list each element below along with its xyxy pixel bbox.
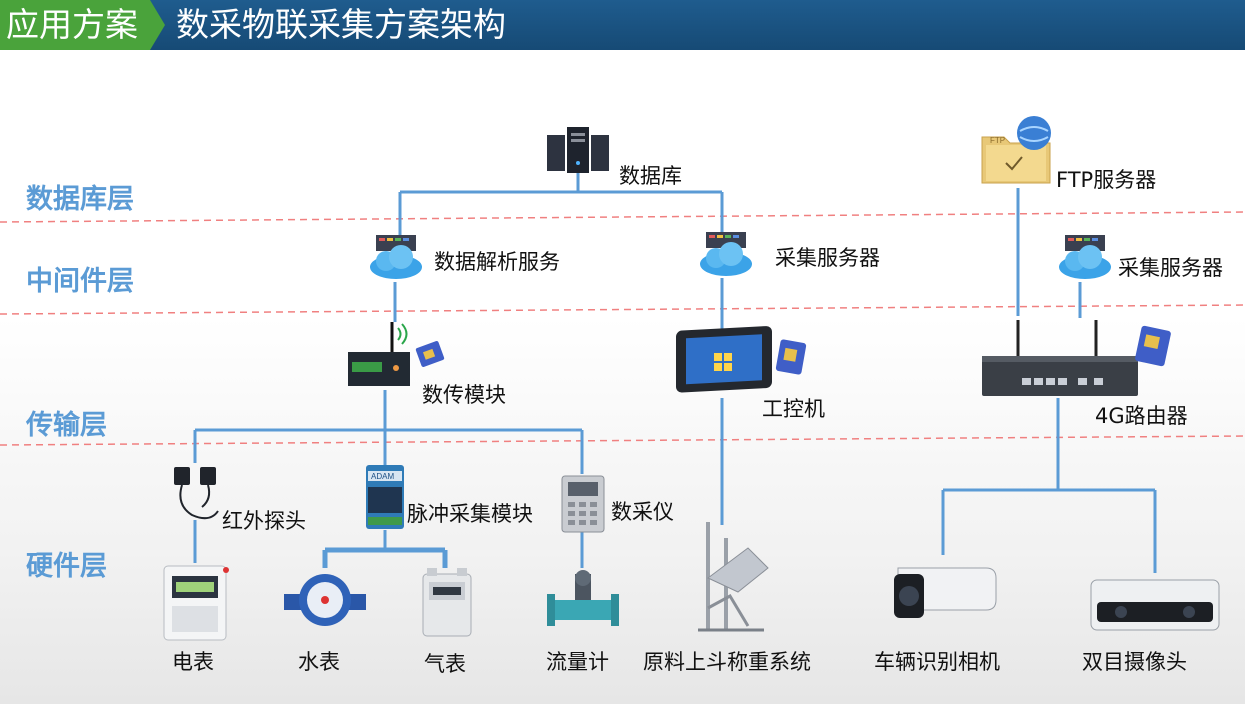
gas-meter-label: 气表 [424,652,466,676]
layer-label-hardware: 硬件层 [26,551,107,582]
hopper-scale-icon [690,518,772,638]
vehicle-camera-label: 车辆识别相机 [874,650,1000,674]
ir-probe-icon [170,463,222,527]
industrial-pc-icon [672,325,812,405]
pulse-module-icon: ADAM [362,463,408,535]
vehicle-camera-icon [888,554,1000,638]
database-server-icon [545,125,613,179]
section-tag: 应用方案 [0,0,165,50]
pulse-module-label: 脉冲采集模块 [407,502,533,526]
binocular-camera-icon [1087,572,1223,640]
industrial-pc-label: 工控机 [762,397,825,421]
data-acquisition-label: 数采仪 [611,500,674,524]
database-label: 数据库 [619,164,682,188]
router-icon [978,316,1178,404]
layer-divider [0,304,1245,315]
collect-server-cloud-icon [698,230,754,284]
hopper-scale-label: 原料上斗称重系统 [643,650,811,674]
layer-divider [0,211,1245,223]
layer-label-database: 数据库层 [26,184,134,215]
electric-meter-label: 电表 [172,650,214,674]
gas-meter-icon [417,566,477,644]
collect-server-label-1: 采集服务器 [775,246,880,270]
ftp-label: FTP服务器 [1056,168,1157,192]
dtu-label: 数传模块 [422,383,506,407]
data-acquisition-icon [560,474,606,538]
collect-server-label-2: 采集服务器 [1118,256,1223,280]
header-bar: 应用方案 数采物联采集方案架构 [0,0,1245,50]
ftp-folder-icon: FTP [978,113,1060,191]
binocular-camera-label: 双目摄像头 [1082,650,1187,674]
water-meter-icon [282,566,368,640]
parse-service-label: 数据解析服务 [434,250,560,274]
electric-meter-icon [162,562,230,646]
flow-meter-icon [545,568,621,642]
parse-service-cloud-icon [368,233,424,287]
dtu-module-icon [346,318,446,394]
page-title: 数采物联采集方案架构 [176,5,506,44]
collect-server-cloud-icon [1057,233,1113,287]
water-meter-label: 水表 [298,650,340,674]
ir-probe-label: 红外探头 [222,509,306,533]
svg-text:ADAM: ADAM [371,472,394,481]
layer-label-middleware: 中间件层 [26,266,134,297]
layer-label-transport: 传输层 [26,410,107,441]
router-label: 4G路由器 [1095,404,1188,428]
section-tag-label: 应用方案 [6,5,138,44]
layer-divider [0,435,1245,446]
svg-text:FTP: FTP [990,136,1005,145]
flow-meter-label: 流量计 [546,650,609,674]
